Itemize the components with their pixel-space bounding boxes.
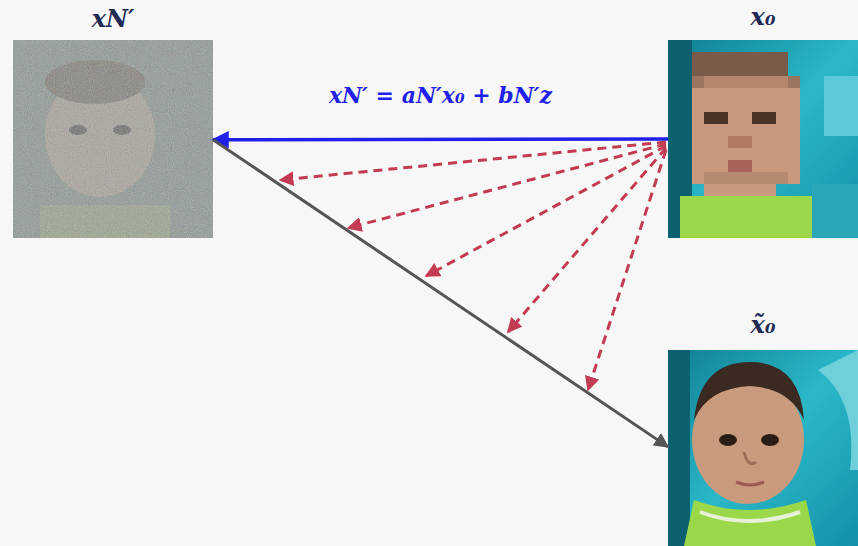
image-label: x₀ [668, 2, 858, 32]
noisy-image [13, 40, 213, 238]
equation-label: xN′ = aN′x₀ + bN′z [325, 81, 556, 109]
arrow-connector [213, 137, 668, 141]
dashed-arrows [280, 142, 666, 390]
image-node: x₀ [668, 2, 858, 238]
image-label: x̃₀ [668, 310, 858, 340]
image-node: xN′ [13, 4, 213, 238]
image-node: x̃₀ [668, 310, 858, 546]
arrow-connector [213, 140, 668, 447]
low-resolution-image [668, 40, 858, 238]
restored-image [668, 350, 858, 546]
image-label: xN′ [13, 4, 213, 34]
